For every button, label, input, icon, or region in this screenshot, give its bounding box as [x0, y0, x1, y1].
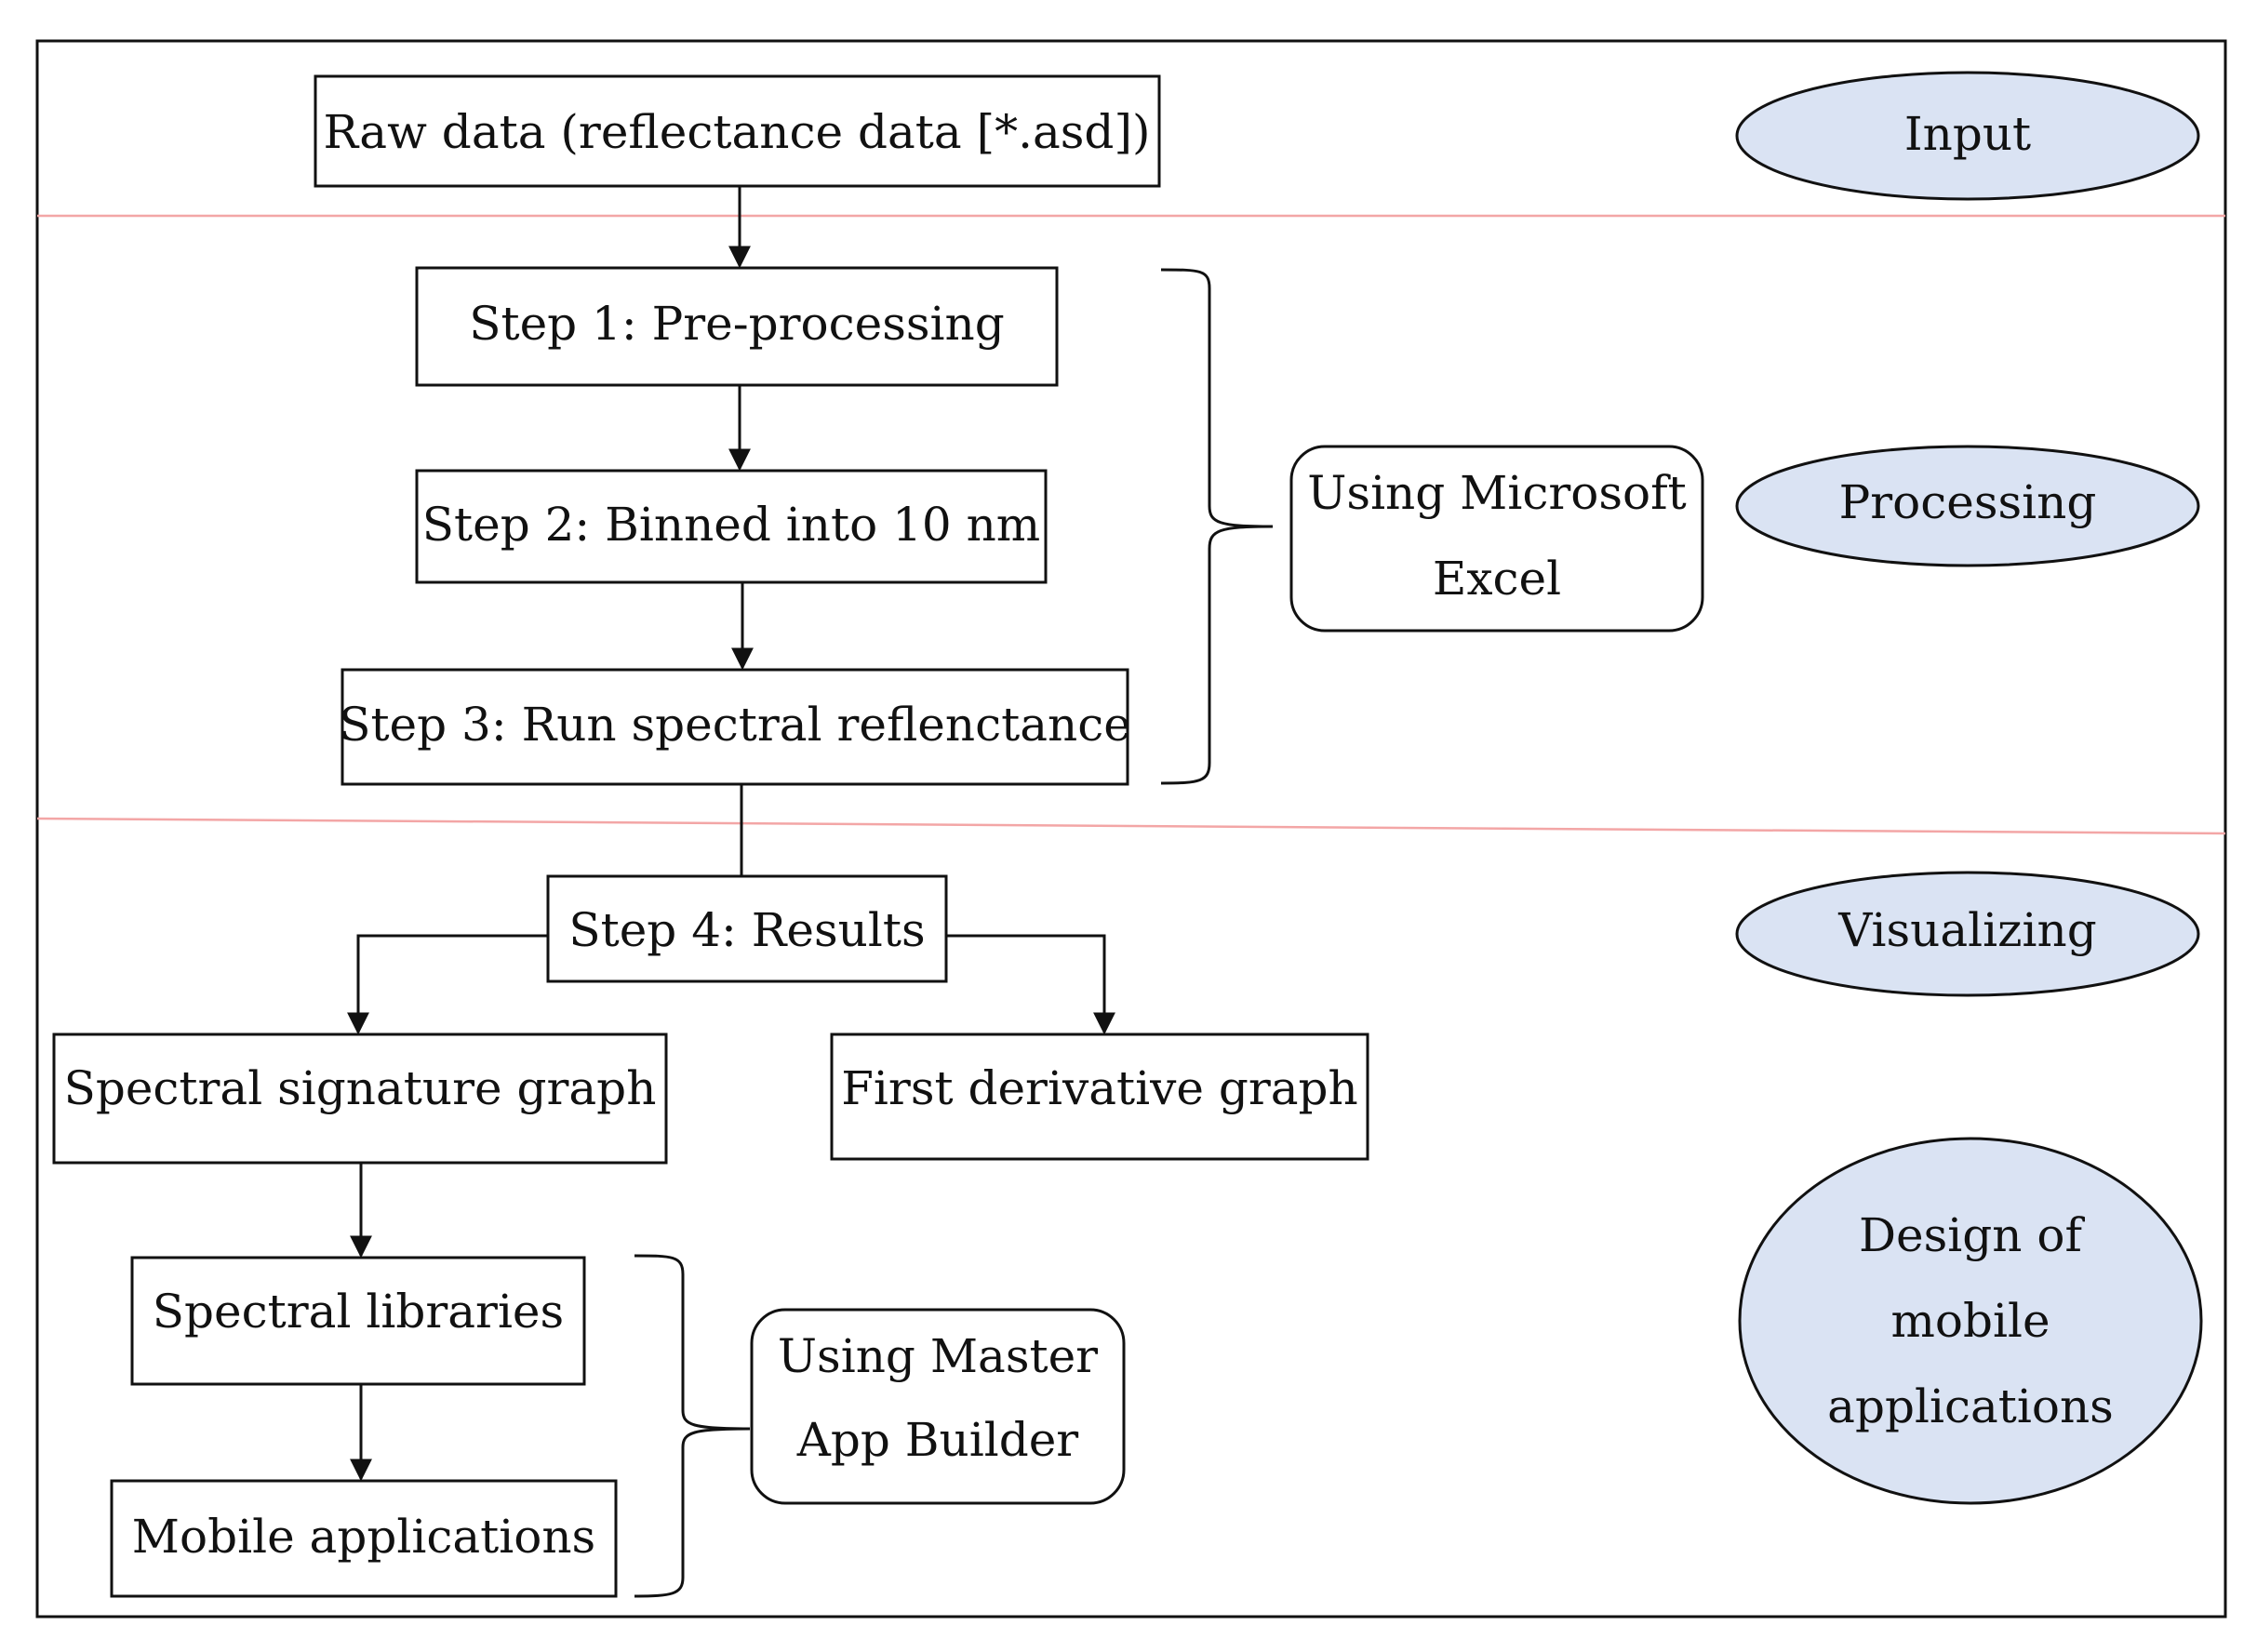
arrow-step4-to-spectral-signature — [347, 934, 548, 1035]
brace-processing-steps — [1160, 268, 1274, 785]
arrow-step4-to-first-derivative — [946, 934, 1115, 1035]
stage-visualizing-label: Visualizing — [1837, 903, 2096, 957]
stage-input-label: Input — [1904, 107, 2031, 161]
box-spectral-libraries: Spectral libraries — [130, 1256, 586, 1386]
box-step4: Step 4: Results — [546, 874, 948, 983]
tool-master-app: Using Master App Builder — [750, 1308, 1126, 1505]
box-step1-label: Step 1: Pre-processing — [469, 297, 1005, 351]
stage-input: Input — [1735, 71, 2200, 201]
tool-master-app-line1: Using Master — [778, 1329, 1098, 1383]
stage-processing-label: Processing — [1839, 475, 2097, 529]
tool-excel-line1: Using Microsoft — [1307, 466, 1686, 520]
tool-excel-line2: Excel — [1433, 552, 1561, 606]
box-step4-label: Step 4: Results — [568, 903, 925, 957]
stage-visualizing: Visualizing — [1735, 871, 2200, 997]
brace-app-steps — [634, 1254, 751, 1598]
stage-design-line3: applications — [1827, 1379, 2114, 1433]
box-step3-label: Step 3: Run spectral reflenctance — [339, 698, 1131, 752]
box-mobile-applications-label: Mobile applications — [132, 1510, 595, 1564]
box-step2: Step 2: Binned into 10 nm — [415, 469, 1048, 584]
box-first-derivative: First derivative graph — [830, 1032, 1369, 1161]
box-mobile-applications: Mobile applications — [110, 1479, 618, 1598]
stage-design-line2: mobile — [1890, 1294, 2050, 1348]
tool-excel: Using Microsoft Excel — [1289, 445, 1704, 633]
stage-design: Design of mobile applications — [1738, 1137, 2203, 1505]
stage-design-line1: Design of — [1859, 1208, 2086, 1262]
box-spectral-libraries-label: Spectral libraries — [153, 1285, 564, 1339]
box-first-derivative-label: First derivative graph — [841, 1061, 1358, 1115]
box-spectral-signature-label: Spectral signature graph — [64, 1061, 657, 1115]
box-spectral-signature: Spectral signature graph — [52, 1032, 668, 1165]
divider-processing-visualizing — [36, 817, 2226, 835]
box-step3: Step 3: Run spectral reflenctance — [339, 668, 1131, 786]
box-raw-data: Raw data (reflectance data [*.asd]) — [314, 74, 1161, 188]
stage-processing: Processing — [1735, 445, 2200, 567]
tool-master-app-line2: App Builder — [796, 1413, 1079, 1467]
box-step1: Step 1: Pre-processing — [415, 266, 1059, 387]
outer-frame — [35, 39, 2227, 1619]
box-raw-data-label: Raw data (reflectance data [*.asd]) — [324, 105, 1151, 159]
box-step2-label: Step 2: Binned into 10 nm — [422, 498, 1040, 552]
